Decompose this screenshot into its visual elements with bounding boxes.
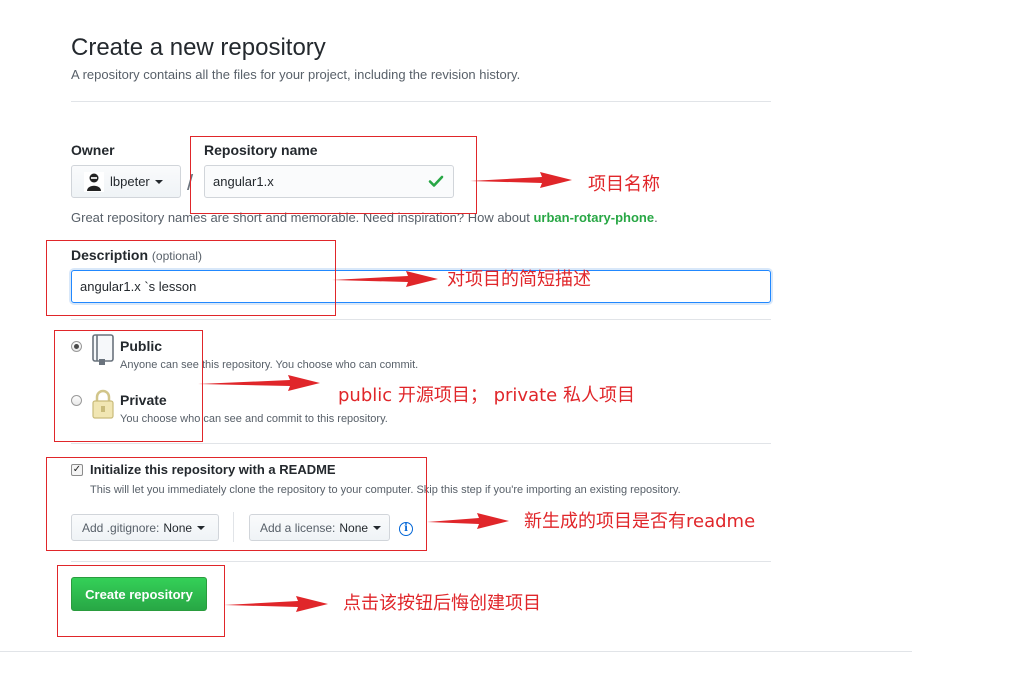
divider xyxy=(71,561,771,562)
chevron-down-icon xyxy=(373,525,382,530)
owner-label: Owner xyxy=(71,142,115,158)
page-title: Create a new repository xyxy=(71,34,326,61)
public-radio[interactable] xyxy=(71,341,82,352)
vertical-divider xyxy=(233,512,234,542)
owner-select[interactable]: lbpeter xyxy=(71,165,181,198)
repo-name-label: Repository name xyxy=(204,142,318,158)
name-hint-suffix: . xyxy=(654,210,658,225)
license-value: None xyxy=(339,520,369,535)
gitignore-value: None xyxy=(163,520,193,535)
repo-name-value: angular1.x xyxy=(213,174,274,189)
annotation-box-create xyxy=(57,565,225,637)
owner-name: lbpeter xyxy=(110,174,150,189)
private-radio[interactable] xyxy=(71,395,82,406)
repo-name-input[interactable]: angular1.x xyxy=(204,165,454,198)
description-label-text: Description xyxy=(71,247,149,263)
avatar xyxy=(84,171,104,192)
private-title: Private xyxy=(120,392,167,408)
private-note: You choose who can see and commit to thi… xyxy=(120,413,388,425)
annotation-arrow-icon xyxy=(224,596,328,612)
chevron-down-icon xyxy=(154,179,163,184)
description-label: Description (optional) xyxy=(71,247,202,263)
divider xyxy=(71,443,771,444)
footer-divider xyxy=(0,651,912,652)
annotation-box-visibility xyxy=(54,330,203,442)
divider xyxy=(71,101,771,102)
license-label: Add a license: xyxy=(260,520,336,535)
readme-title: Initialize this repository with a README xyxy=(90,462,336,477)
lock-icon xyxy=(90,388,116,423)
readme-checkbox[interactable]: ✓ xyxy=(71,464,83,476)
create-repository-button[interactable]: Create repository xyxy=(71,577,207,611)
gitignore-label: Add .gitignore: xyxy=(82,520,160,535)
annotation-arrow-icon xyxy=(332,271,438,287)
annotation-box-repo-name xyxy=(190,136,477,214)
annotation-visibility: public 开源项目； private 私人项目 xyxy=(338,385,635,406)
page-subtitle: A repository contains all the files for … xyxy=(71,67,521,82)
check-icon xyxy=(428,173,444,192)
annotation-readme: 新生成的项目是否有readme xyxy=(524,511,756,532)
optional-tag: (optional) xyxy=(151,249,202,263)
repo-book-icon xyxy=(90,334,116,369)
gitignore-select[interactable]: Add .gitignore: None xyxy=(71,514,219,541)
annotation-box-readme xyxy=(46,457,427,551)
readme-note: This will let you immediately clone the … xyxy=(90,484,681,496)
divider xyxy=(71,319,771,320)
name-suggestion-link[interactable]: urban-rotary-phone xyxy=(533,210,655,225)
annotation-arrow-icon xyxy=(427,513,509,529)
description-value: angular1.x `s lesson xyxy=(80,279,197,294)
annotation-repo-name: 项目名称 xyxy=(588,174,660,195)
license-select[interactable]: Add a license: None xyxy=(249,514,390,541)
info-icon[interactable]: i xyxy=(399,522,413,536)
chevron-down-icon xyxy=(197,525,206,530)
public-note: Anyone can see this repository. You choo… xyxy=(120,359,419,371)
annotation-box-description xyxy=(46,240,336,316)
annotation-create: 点击该按钮后悔创建项目 xyxy=(343,593,541,614)
public-title: Public xyxy=(120,338,163,354)
annotation-description: 对项目的简短描述 xyxy=(447,269,591,290)
annotation-arrow-icon xyxy=(470,172,572,188)
annotation-arrow-icon xyxy=(198,375,320,391)
